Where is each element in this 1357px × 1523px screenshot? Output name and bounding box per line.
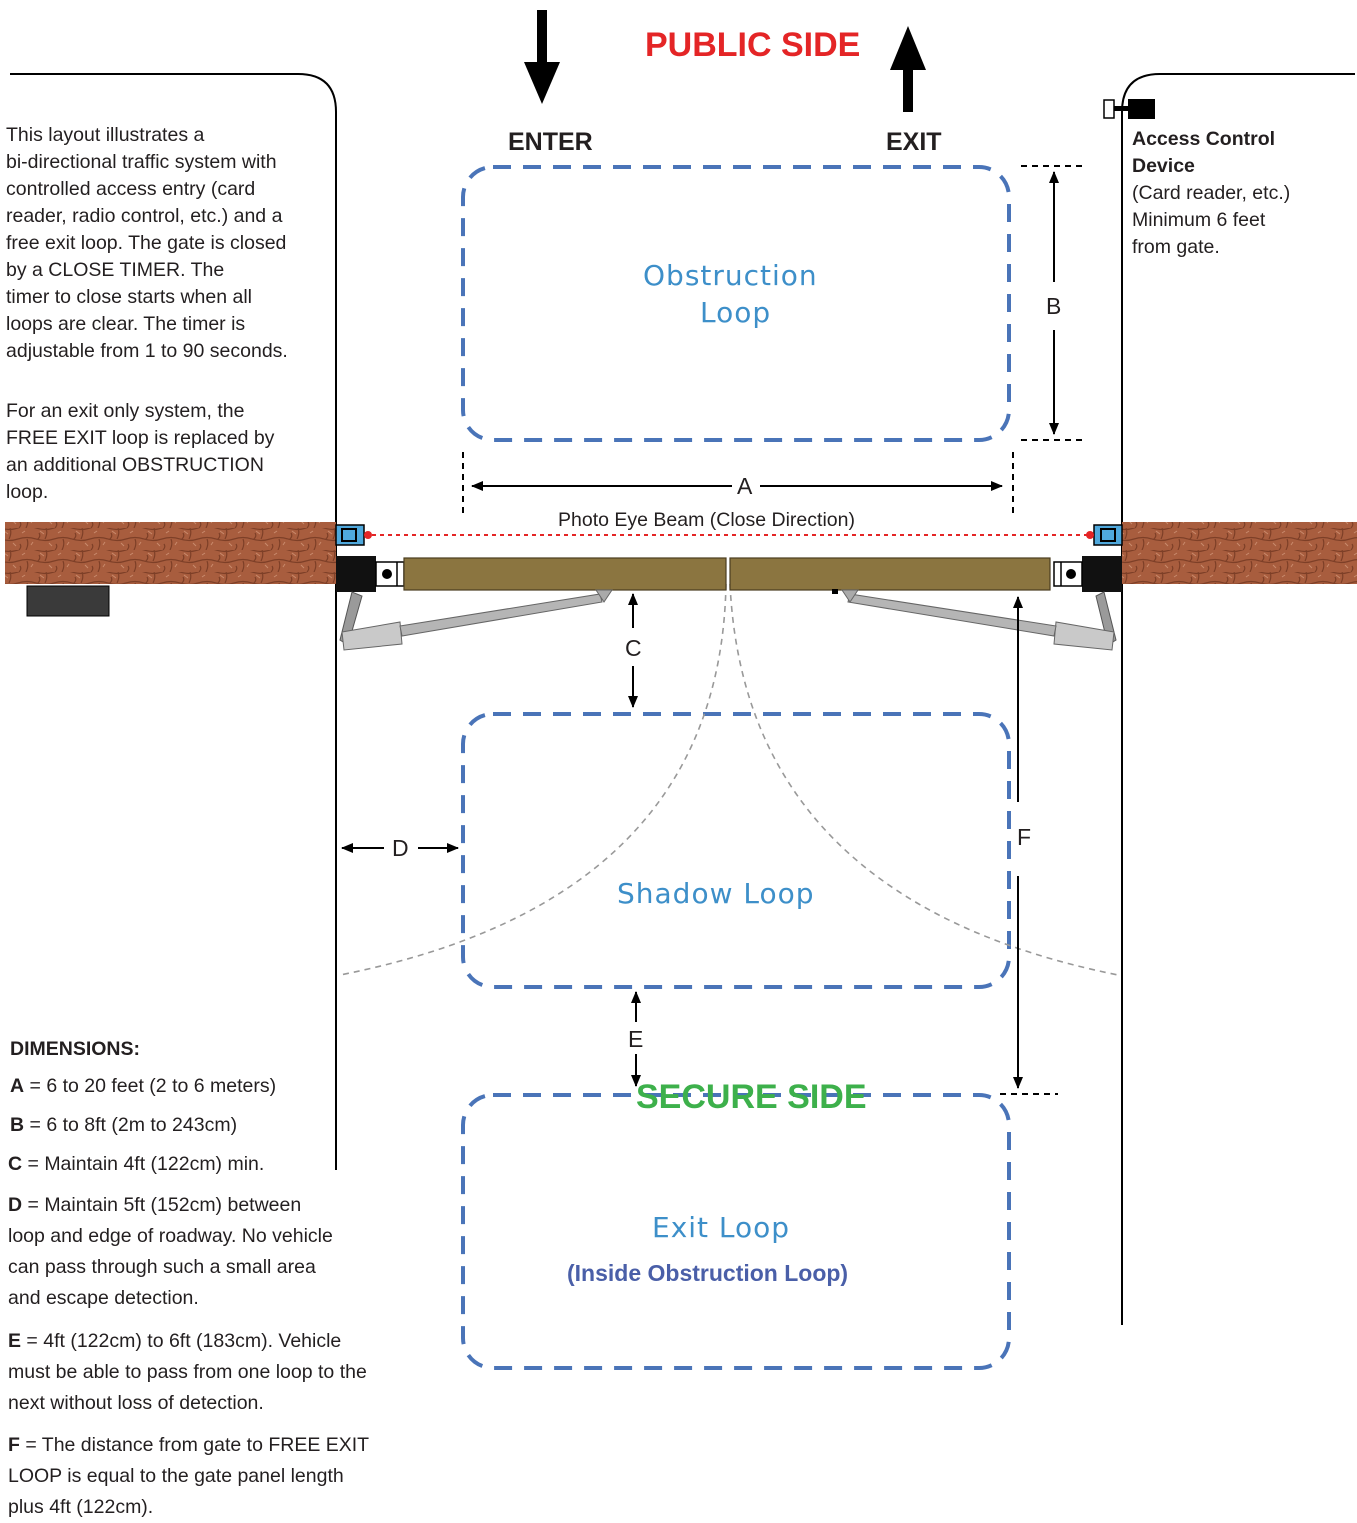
enter-label: ENTER xyxy=(508,128,593,156)
dimension-a xyxy=(462,452,1014,514)
intro-line: by a CLOSE TIMER. The xyxy=(6,259,225,281)
dimension-item-b: B = 6 to 8ft (2m to 243cm) xyxy=(10,1112,237,1139)
dimension-item-d: D = Maintain 5ft (152cm) between loop an… xyxy=(8,1190,333,1314)
dimension-text: plus 4ft (122cm). xyxy=(8,1496,154,1518)
access-device-label: Access Control Device (Card reader, etc.… xyxy=(1132,126,1290,261)
intro-line: controlled access entry (card xyxy=(6,178,256,200)
dimension-key: F xyxy=(8,1434,20,1456)
exit-arrow xyxy=(890,26,926,112)
hinge-left-icon xyxy=(336,556,405,592)
dimension-f-label: F xyxy=(1017,824,1032,850)
dimension-key: B xyxy=(10,1114,25,1136)
roadway-edge-right xyxy=(1121,73,1355,1325)
access-device-detail: from gate. xyxy=(1132,236,1220,258)
access-device-title: Access Control xyxy=(1132,128,1276,150)
left-gate-swing-arc xyxy=(339,583,727,976)
dimensions-heading: DIMENSIONS: xyxy=(10,1038,141,1060)
dimension-d-label: D xyxy=(392,835,409,861)
intro-line: timer to close starts when all xyxy=(6,286,253,308)
dimension-item-a: A = 6 to 20 feet (2 to 6 meters) xyxy=(10,1073,276,1100)
intro-line: bi-directional traffic system with xyxy=(6,151,277,173)
intro-line: loops are clear. The timer is xyxy=(6,313,246,335)
shadow-loop xyxy=(461,712,1011,989)
note-line: For an exit only system, the xyxy=(6,400,245,422)
dimension-text: must be able to pass from one loop to th… xyxy=(8,1361,367,1383)
gate-panel-left xyxy=(403,557,727,591)
dimension-text: = 4ft (122cm) to 6ft (183cm). Vehicle xyxy=(21,1330,342,1352)
photo-eye-left-icon xyxy=(335,524,372,546)
dimension-key: A xyxy=(10,1075,25,1097)
intro-line: reader, radio control, etc.) and a xyxy=(6,205,283,227)
obstruction-loop xyxy=(461,165,1011,442)
gate-operator-left-icon xyxy=(339,589,613,651)
dimension-item-f: F = The distance from gate to FREE EXIT … xyxy=(8,1430,369,1523)
secure-side-title: SECURE SIDE xyxy=(636,1078,867,1116)
dimension-text: next without loss of detection. xyxy=(8,1392,264,1414)
dimension-text: and escape detection. xyxy=(8,1287,199,1309)
dimension-text: = Maintain 5ft (152cm) between xyxy=(22,1194,302,1216)
control-box xyxy=(26,585,110,617)
public-side-title: PUBLIC SIDE xyxy=(645,26,861,64)
dimension-e-label: E xyxy=(628,1026,644,1052)
dimension-b xyxy=(1021,165,1083,441)
dimension-key: C xyxy=(8,1153,23,1175)
photo-eye-right-icon xyxy=(1086,524,1123,546)
dimension-item-e: E = 4ft (122cm) to 6ft (183cm). Vehicle … xyxy=(8,1326,367,1419)
dimension-b-label: B xyxy=(1046,293,1062,319)
dimension-text: = 6 to 20 feet (2 to 6 meters) xyxy=(24,1075,277,1097)
dimension-f xyxy=(1000,596,1058,1095)
exit-loop xyxy=(461,1093,1011,1370)
wall-right xyxy=(1122,522,1357,584)
right-gate-swing-arc xyxy=(729,583,1119,976)
dimension-key: D xyxy=(8,1194,23,1216)
intro-paragraph: This layout illustrates a bi-directional… xyxy=(6,122,288,365)
access-device-detail: Minimum 6 feet xyxy=(1132,209,1266,231)
dimension-c-label: C xyxy=(625,635,642,661)
access-device-detail: (Card reader, etc.) xyxy=(1132,182,1291,204)
exit-only-note: For an exit only system, the FREE EXIT l… xyxy=(6,398,274,506)
dimension-text: can pass through such a small area xyxy=(8,1256,316,1278)
dimension-text: loop and edge of roadway. No vehicle xyxy=(8,1225,333,1247)
intro-line: adjustable from 1 to 90 seconds. xyxy=(6,340,288,362)
dimension-text: = 6 to 8ft (2m to 243cm) xyxy=(24,1114,238,1136)
access-device-title: Device xyxy=(1132,155,1195,177)
dimension-text: = The distance from gate to FREE EXIT xyxy=(19,1434,370,1456)
intro-line: This layout illustrates a xyxy=(6,124,205,146)
dimension-item-c: C = Maintain 4ft (122cm) min. xyxy=(8,1151,264,1178)
obstruction-loop-label: Obstruction xyxy=(643,259,818,292)
obstruction-loop-label: Loop xyxy=(700,296,772,329)
enter-arrow xyxy=(524,10,560,104)
note-line: FREE EXIT loop is replaced by xyxy=(6,427,275,449)
gate-panel-right xyxy=(729,557,1051,591)
shadow-loop-label: Shadow Loop xyxy=(617,877,815,910)
dimension-key: E xyxy=(8,1330,22,1352)
intro-line: free exit loop. The gate is closed xyxy=(6,232,287,254)
exit-loop-label: Exit Loop xyxy=(652,1211,791,1244)
wall-left xyxy=(5,522,336,584)
gate-operator-right-icon xyxy=(832,589,1117,651)
note-line: an additional OBSTRUCTION xyxy=(6,454,264,476)
dimension-text: = Maintain 4ft (122cm) min. xyxy=(22,1153,265,1175)
hinge-right-icon xyxy=(1053,556,1122,592)
roadway-edge-left xyxy=(10,73,337,1170)
access-control-device-icon xyxy=(1103,99,1155,119)
exit-label: EXIT xyxy=(886,128,942,156)
note-line: loop. xyxy=(6,481,49,503)
dimension-text: LOOP is equal to the gate panel length xyxy=(8,1465,344,1487)
dimension-a-label: A xyxy=(737,473,753,499)
exit-loop-sublabel: (Inside Obstruction Loop) xyxy=(567,1260,849,1286)
photo-eye-beam-label: Photo Eye Beam (Close Direction) xyxy=(556,509,857,532)
